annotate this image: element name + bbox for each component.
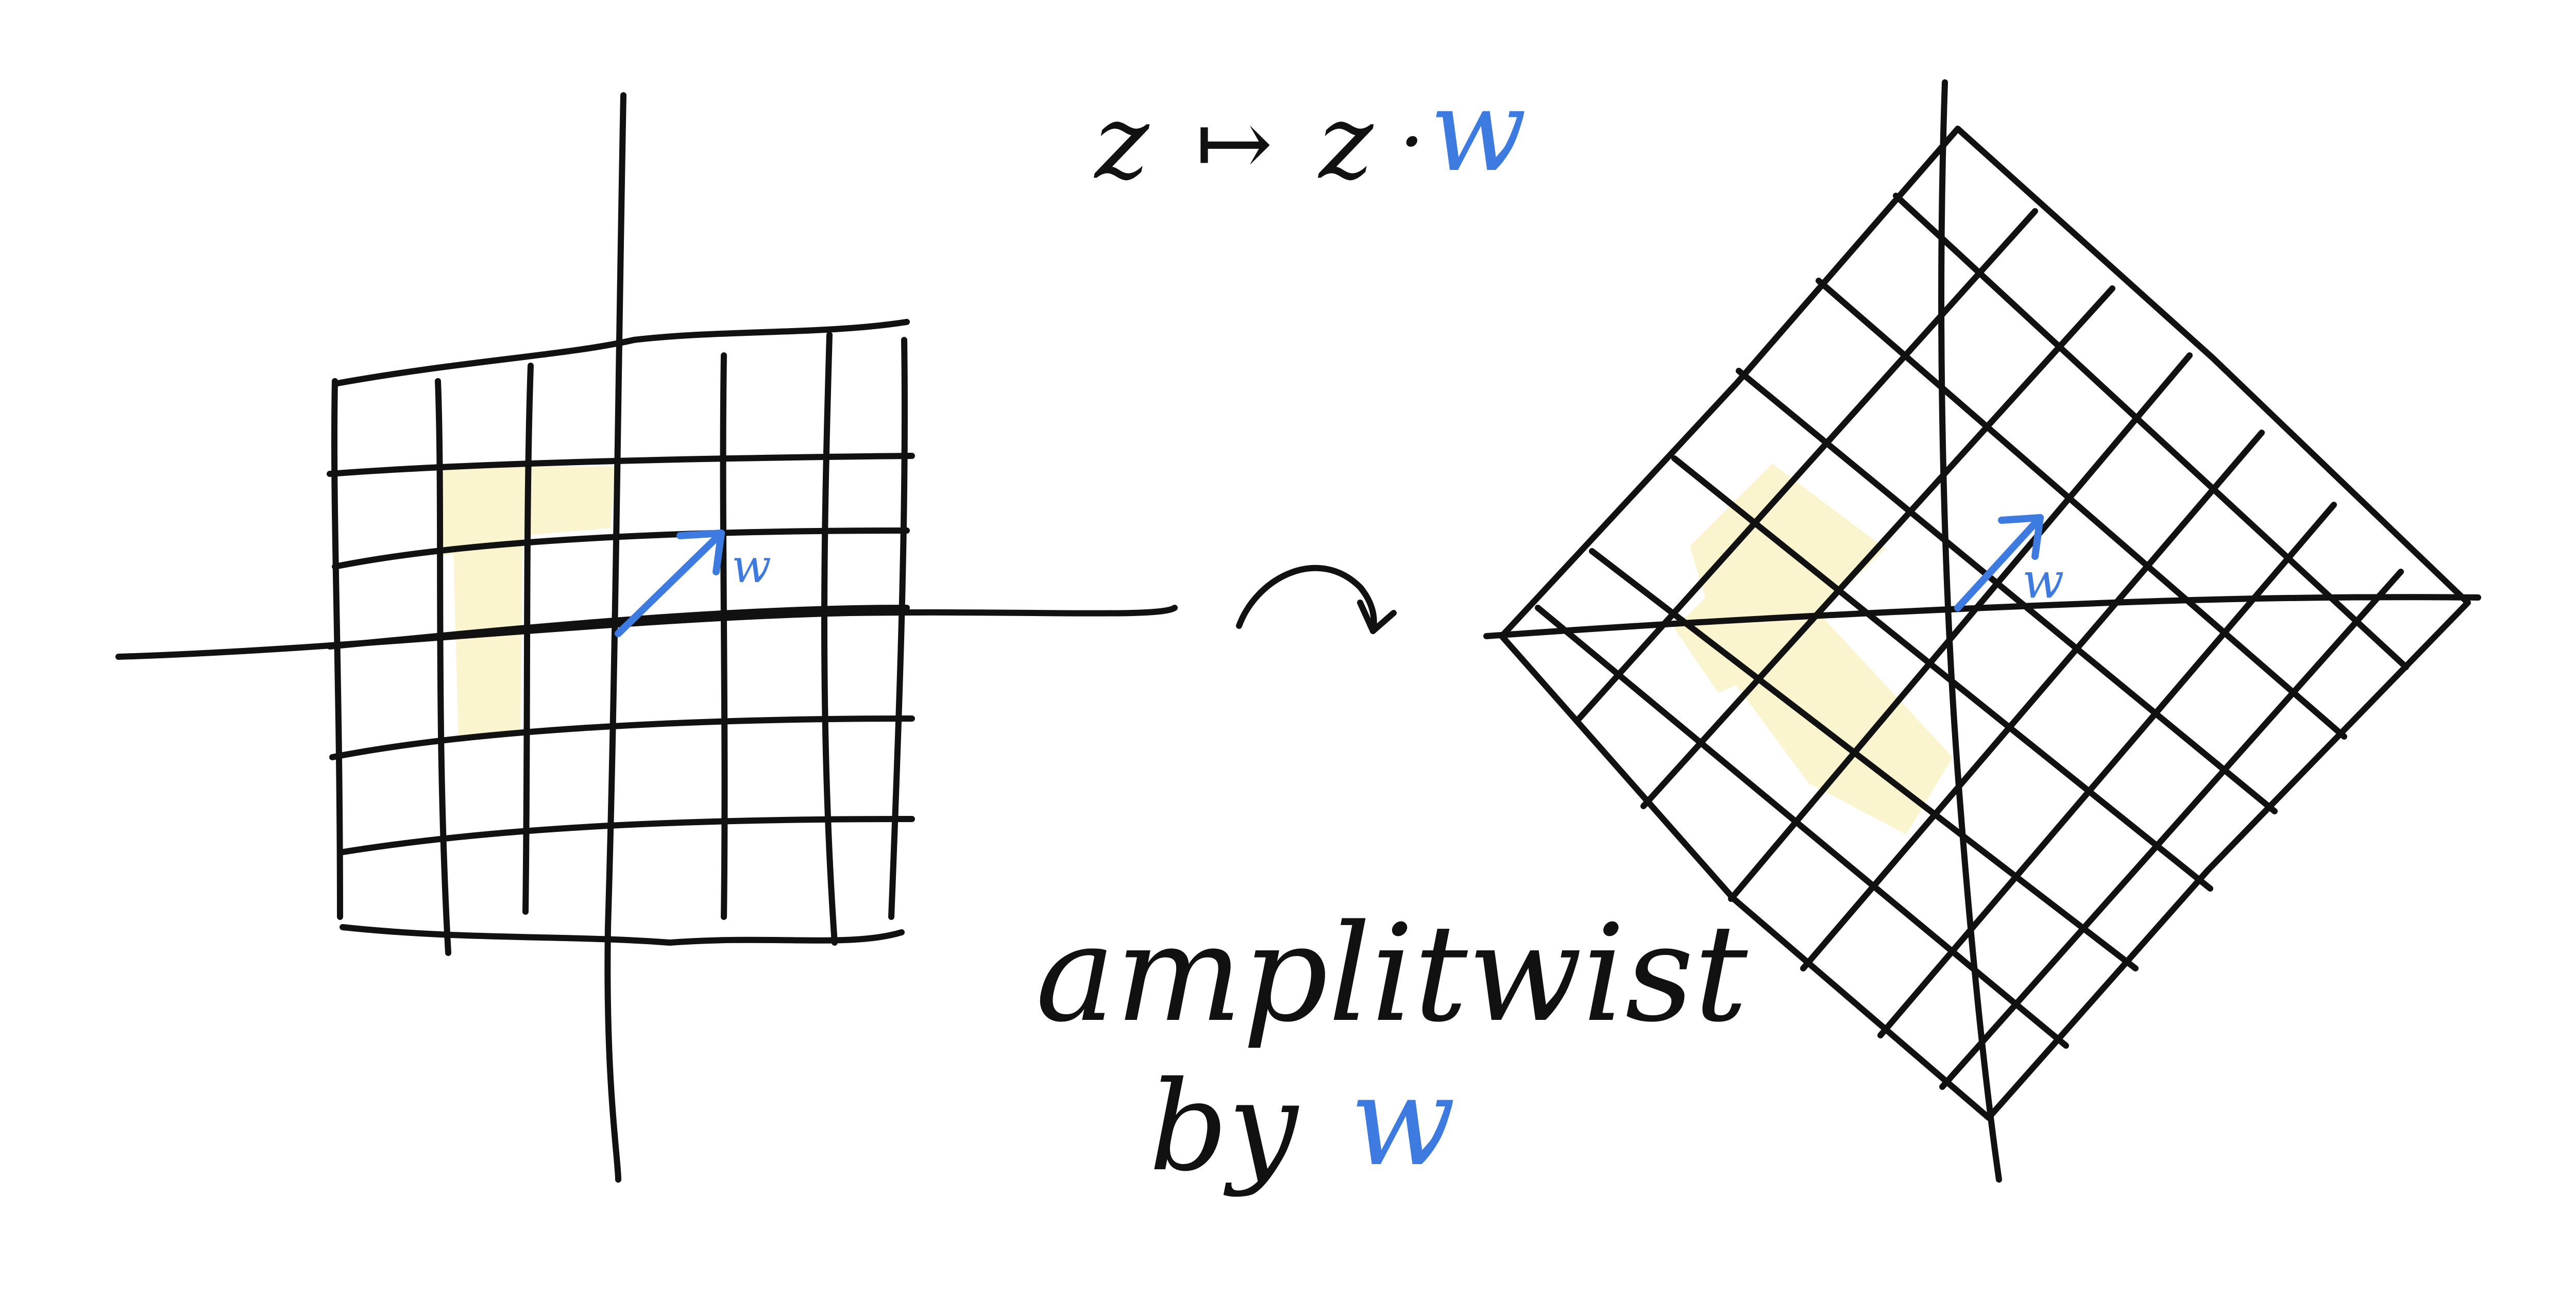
rotate-arrow-icon [1236, 565, 1397, 634]
formula-dot: · [1399, 93, 1425, 190]
right-vector-w [1954, 514, 2044, 611]
left-grid [327, 319, 915, 956]
left-highlight-region [440, 466, 616, 742]
right-axes [1483, 79, 2481, 1183]
left-real-axis [115, 605, 1178, 660]
caption-amplitwist: amplitwist [1036, 896, 1749, 1052]
caption-w: w [1350, 1049, 1455, 1193]
right-vector-label: w [2022, 553, 2064, 609]
left-vector-w [615, 530, 725, 637]
right-grid [1499, 126, 2471, 1121]
right-real-axis [1483, 594, 2481, 639]
left-axes [115, 92, 1178, 1183]
right-highlight-region [1674, 464, 1953, 834]
caption-by: by [1149, 1054, 1300, 1199]
caption: amplitwist by w [1036, 896, 1749, 1199]
formula-w: w [1430, 65, 1527, 197]
formula: z ↦ z · w [1094, 65, 1527, 202]
right-imaginary-axis [1938, 79, 2002, 1183]
left-vector-label: w [732, 539, 771, 593]
left-imaginary-axis [604, 92, 626, 1183]
formula-right-z: z [1318, 82, 1374, 202]
formula-left-z: z [1094, 82, 1150, 202]
formula-maps-to: ↦ [1195, 90, 1273, 197]
left-plane: w [115, 92, 1178, 1183]
right-plane: w [1483, 79, 2481, 1183]
